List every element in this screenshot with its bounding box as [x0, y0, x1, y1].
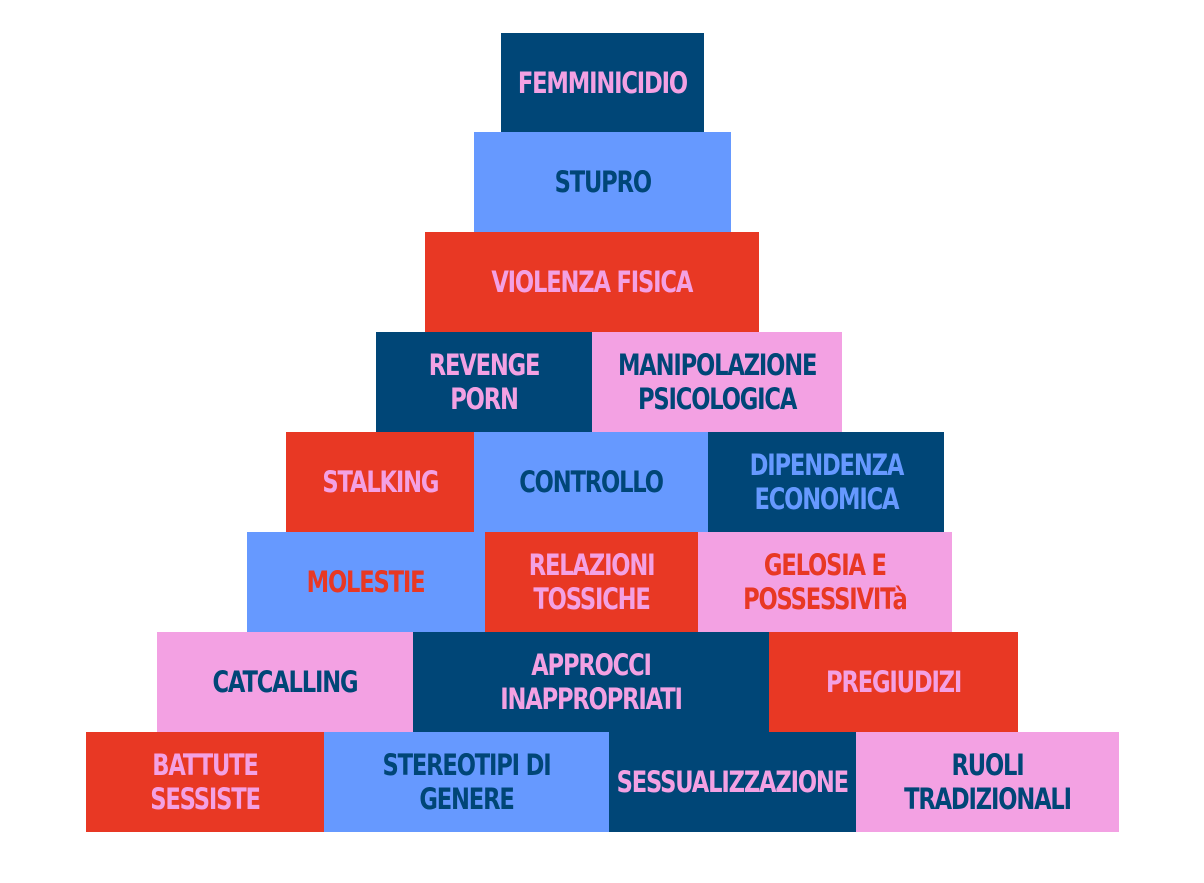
- pyramid-block-label: RUOLI TRADIZIONALI: [904, 748, 1072, 816]
- pyramid-block-label: SESSUALIZZAZIONE: [616, 765, 850, 799]
- pyramid-block: RUOLI TRADIZIONALI: [856, 732, 1119, 832]
- pyramid-block: SESSUALIZZAZIONE: [609, 732, 856, 832]
- pyramid-block: RELAZIONI TOSSICHE: [485, 532, 698, 632]
- pyramid-block-label: RELAZIONI TOSSICHE: [528, 548, 656, 616]
- pyramid-block-label: BATTUTE SESSISTE: [150, 748, 261, 816]
- pyramid-block: MOLESTIE: [247, 532, 485, 632]
- pyramid-block-label: FEMMINICIDIO: [517, 66, 688, 100]
- pyramid-block-label: APPROCCI INAPPROPRIATI: [500, 648, 683, 716]
- pyramid-block: STALKING: [286, 432, 474, 532]
- pyramid-block: FEMMINICIDIO: [501, 33, 704, 133]
- pyramid-block: STUPRO: [474, 132, 731, 232]
- pyramid-block-label: VIOLENZA FISICA: [491, 265, 694, 299]
- pyramid-block-label: STALKING: [322, 465, 439, 499]
- pyramid-block: REVENGE PORN: [376, 332, 592, 432]
- pyramid-block-label: STUPRO: [554, 165, 651, 199]
- pyramid-block-label: CONTROLLO: [519, 465, 664, 499]
- pyramid-block: VIOLENZA FISICA: [425, 232, 759, 332]
- pyramid-block: BATTUTE SESSISTE: [86, 732, 324, 832]
- pyramid-block-label: STEREOTIPI DI GENERE: [382, 748, 552, 816]
- pyramid-block: MANIPOLAZIONE PSICOLOGICA: [592, 332, 842, 432]
- pyramid-block-label: DIPENDENZA ECONOMICA: [749, 448, 904, 516]
- pyramid-block-label: GELOSIA E POSSESSIVITà: [743, 548, 908, 616]
- pyramid-block: CONTROLLO: [474, 432, 708, 532]
- pyramid-block: CATCALLING: [157, 632, 413, 732]
- pyramid-block-label: PREGIUDIZI: [825, 665, 962, 699]
- pyramid-block: PREGIUDIZI: [769, 632, 1018, 732]
- pyramid-block: DIPENDENZA ECONOMICA: [708, 432, 944, 532]
- pyramid-block: STEREOTIPI DI GENERE: [324, 732, 609, 832]
- pyramid-block-label: MANIPOLAZIONE PSICOLOGICA: [617, 348, 817, 416]
- pyramid-block-label: REVENGE PORN: [428, 348, 541, 416]
- pyramid-block-label: MOLESTIE: [307, 565, 426, 599]
- pyramid-block: APPROCCI INAPPROPRIATI: [413, 632, 769, 732]
- pyramid-block-label: CATCALLING: [212, 665, 359, 699]
- pyramid-block: GELOSIA E POSSESSIVITà: [698, 532, 952, 632]
